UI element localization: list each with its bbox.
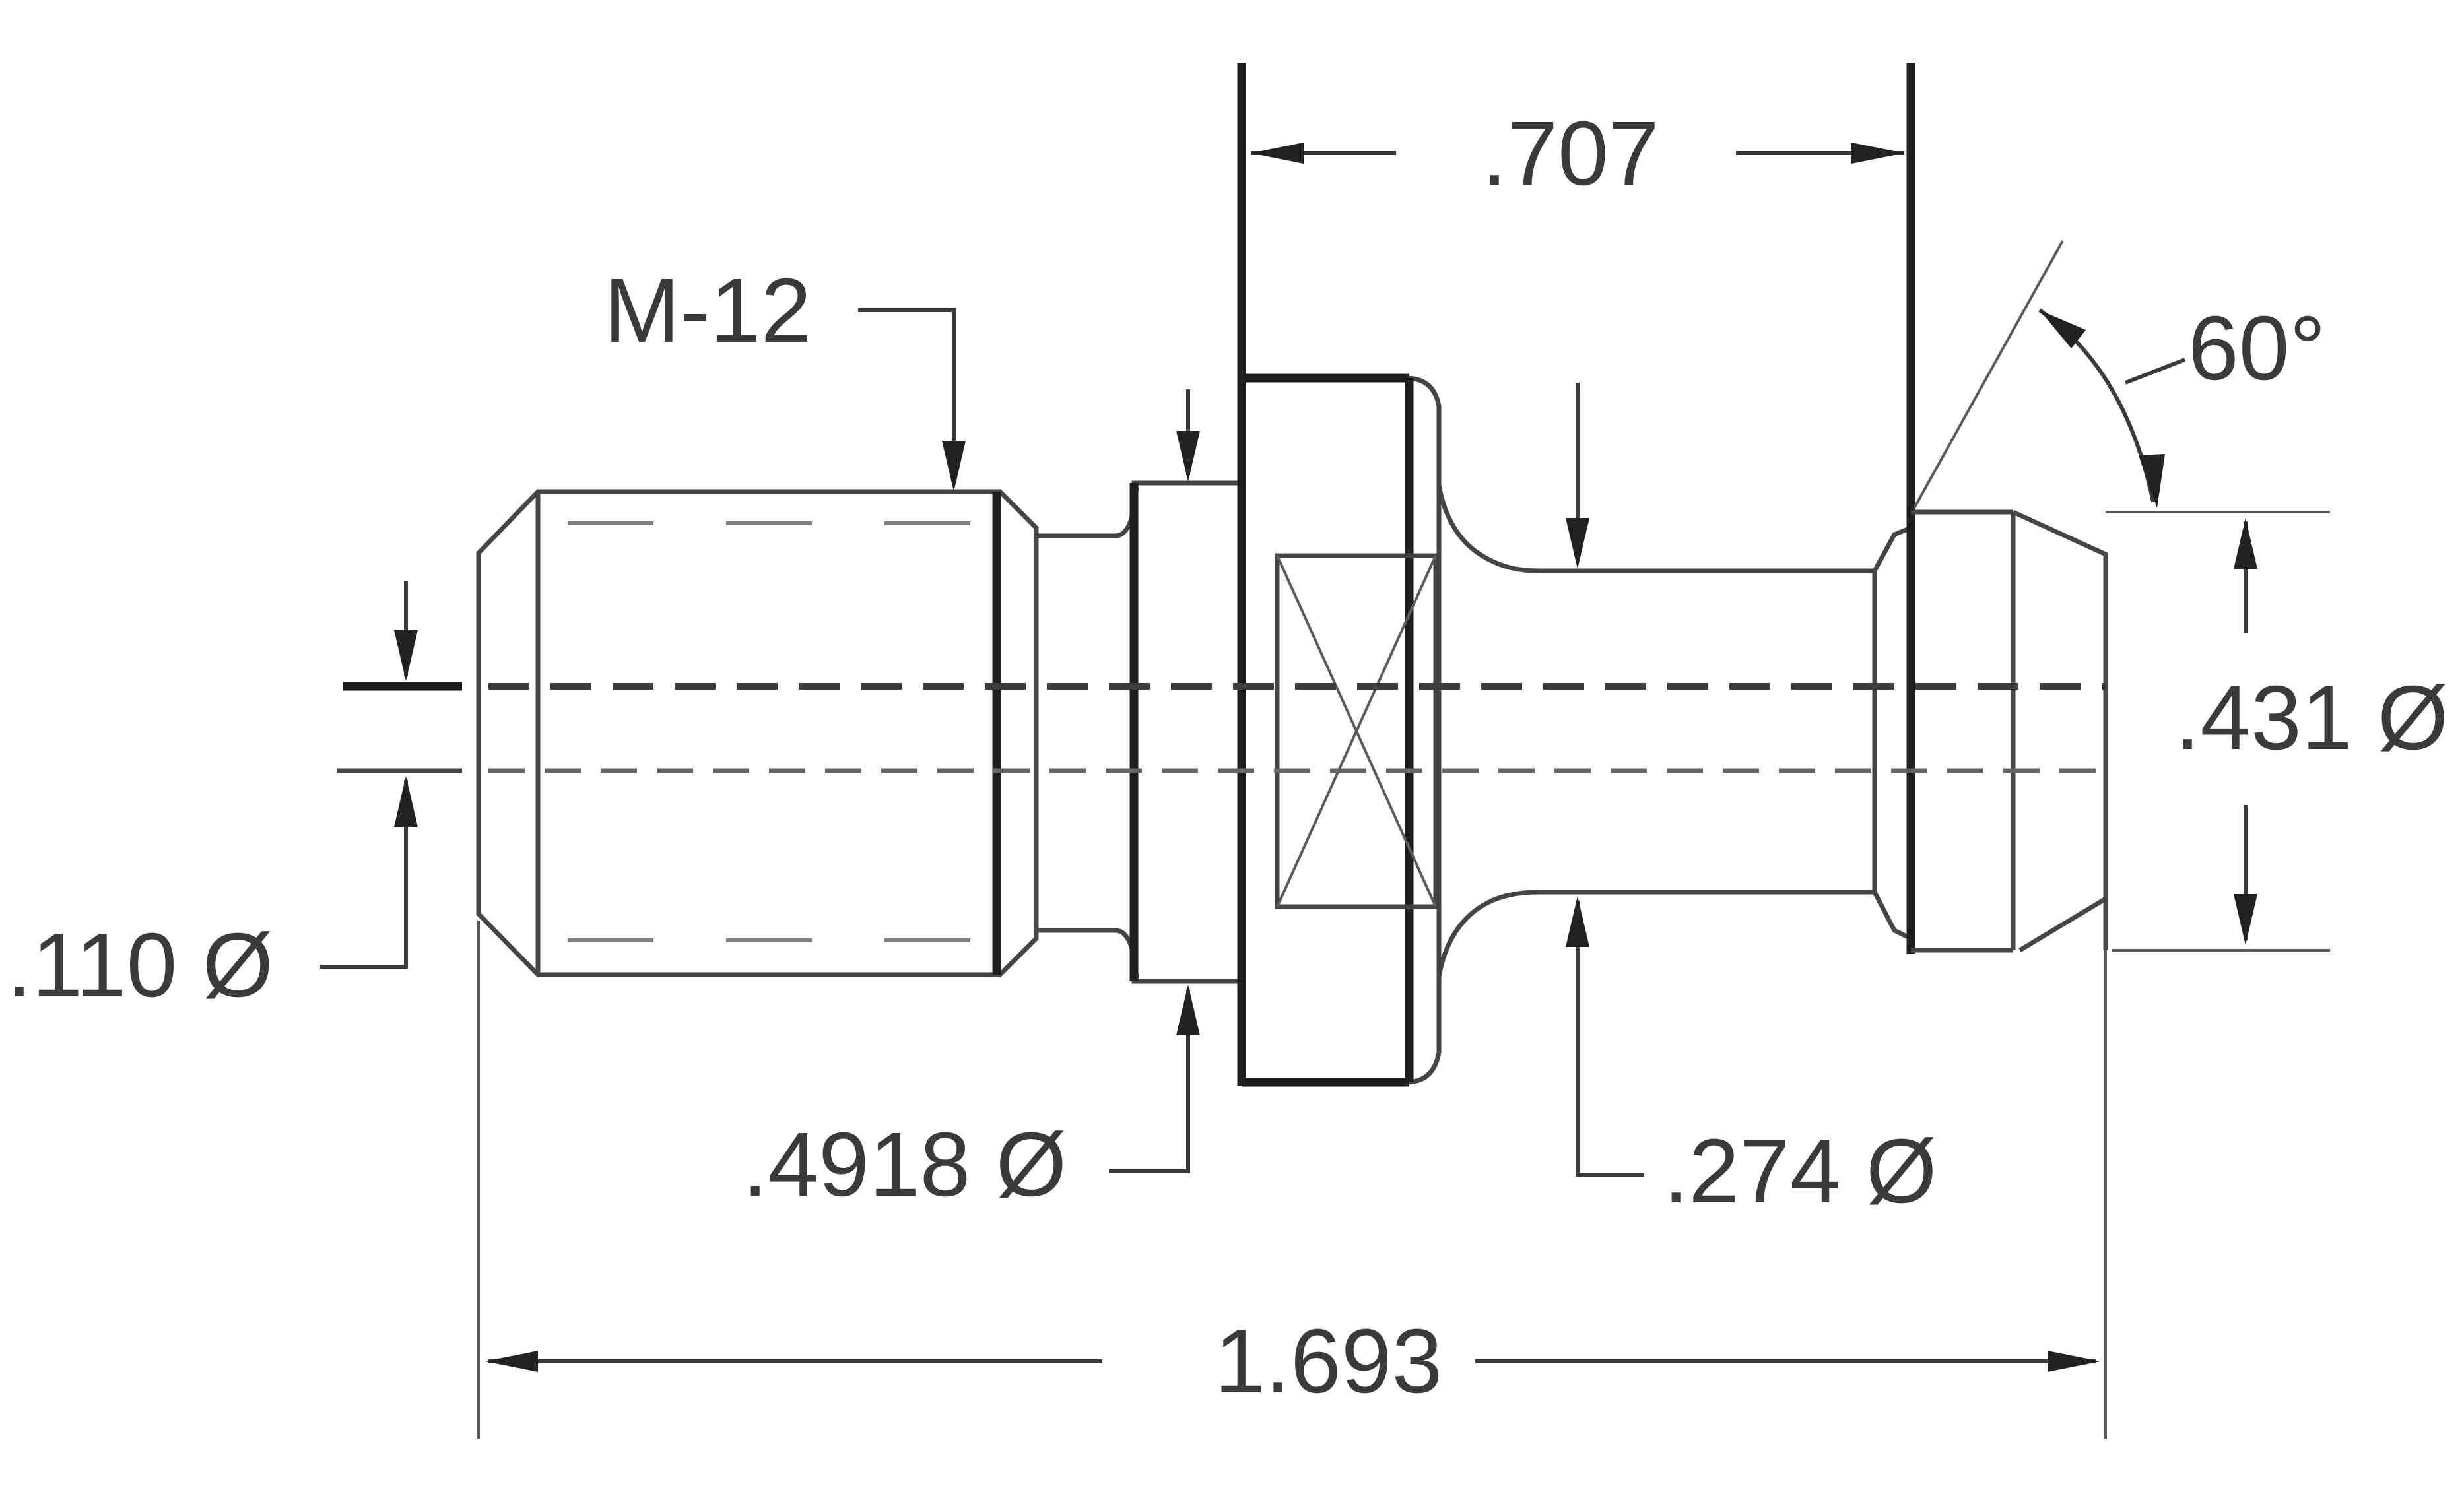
neck: [1436, 484, 1912, 977]
arrow-overall-left: [485, 1351, 538, 1372]
arrow-head-bottom: [2234, 894, 2257, 945]
flange: [1237, 63, 1442, 1087]
dim-707-label: .707: [1482, 103, 1659, 205]
arrow-bore-top: [394, 630, 418, 681]
dim-shoulder-length: .707: [1251, 103, 1904, 205]
arrow-thread: [942, 441, 966, 492]
arrow-collar-top: [1176, 431, 1200, 482]
arrow-left-707: [1251, 143, 1304, 164]
dim-collar-diameter: .4918 Ø: [743, 389, 1200, 1216]
dim-head-diameter: .431 Ø: [2112, 518, 2448, 952]
arrow-head-top: [2234, 518, 2257, 569]
dim-collar-label: .4918 Ø: [743, 1114, 1067, 1216]
dim-overall-length: 1.693: [477, 921, 2107, 1439]
arrow-bore-bottom: [394, 776, 418, 827]
dim-cone-angle: 60°: [2038, 298, 2330, 513]
dim-thread: M-12: [604, 260, 966, 492]
arrow-angle-top: [2040, 310, 2086, 348]
wrench-flat: [1275, 553, 1438, 909]
cone-line: [1913, 240, 2064, 509]
dim-bore-diameter: .110 Ø: [7, 581, 418, 1016]
dim-head-label: .431 Ø: [2175, 667, 2448, 769]
head: [1906, 63, 2108, 954]
dim-neck-diameter: .274 Ø: [1566, 383, 1937, 1222]
arrow-overall-right: [2048, 1351, 2100, 1372]
arrow-neck-top: [1566, 518, 1589, 569]
relief-groove: [1036, 486, 1139, 979]
arrow-neck-bottom: [1566, 896, 1589, 947]
threaded-section: [476, 489, 1039, 977]
dim-angle-label: 60°: [2188, 298, 2326, 399]
arrow-collar-bottom: [1176, 985, 1200, 1035]
dim-overall-label: 1.693: [1215, 1311, 1442, 1412]
dim-neck-label: .274 Ø: [1663, 1120, 1937, 1222]
arrow-right-707: [1851, 143, 1904, 164]
dim-thread-label: M-12: [604, 260, 811, 362]
arrow-angle-bottom: [2139, 454, 2165, 508]
part-outline: [337, 63, 2108, 1087]
dim-bore-label: .110 Ø: [7, 915, 273, 1016]
collar: [1129, 480, 1244, 984]
center-bore: [337, 682, 2106, 773]
